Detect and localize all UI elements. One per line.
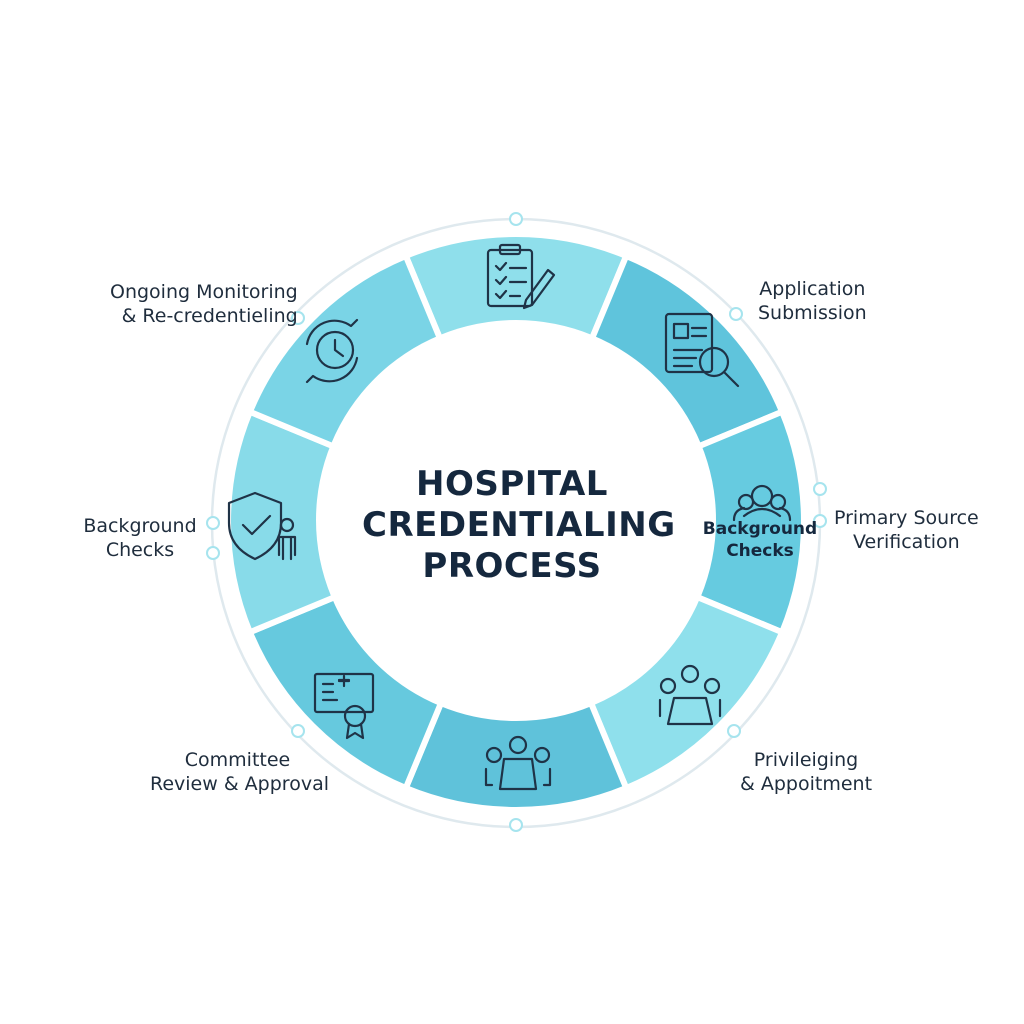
step-label-line-2: Review & Approval [150, 773, 329, 795]
diagram-title: HOSPITAL CREDENTIALING PROCESS [362, 464, 676, 587]
people-group-icon [732, 484, 792, 522]
connector-dot [206, 546, 220, 560]
step-label-line-1: Background [83, 515, 197, 537]
shield-check-person-icon [227, 491, 297, 561]
step-label-line-1: Application [759, 278, 866, 300]
step-label-background-checks: Background Checks [80, 514, 200, 562]
committee-table-icon [484, 735, 552, 791]
step-label-line-2: Checks [105, 539, 175, 561]
step-label-line-1: Privileiging [753, 749, 859, 771]
connector-dot [813, 514, 827, 528]
connector-dot [291, 311, 305, 325]
step-label-line-1: Ongoing Monitoring [110, 281, 298, 303]
step-label-primary-source-verification: Primary Source Verification [834, 506, 979, 554]
connector-dot [509, 212, 523, 226]
segment-label-background-checks: Background Checks [700, 518, 820, 562]
connector-dot [727, 724, 741, 738]
step-label-line-2: Submission [758, 302, 867, 324]
connector-dot [729, 307, 743, 321]
step-label-privileging-appointment: Privileiging & Appoitment [740, 748, 872, 796]
step-label-line-2: Verification [852, 531, 960, 553]
certificate-icon [313, 672, 375, 740]
meeting-table-icon [658, 664, 722, 726]
connector-dot [813, 482, 827, 496]
center-disc [316, 320, 716, 720]
step-label-ongoing-monitoring: Ongoing Monitoring & Re-credentieling [110, 280, 298, 328]
clipboard-pen-icon [486, 243, 556, 310]
clock-cycle-icon [305, 318, 359, 384]
segment-label-line-1: Background [702, 519, 818, 539]
connector-dot [509, 818, 523, 832]
connector-dot [291, 724, 305, 738]
title-line-2: CREDENTIALING [362, 505, 676, 545]
document-magnifier-icon [664, 312, 740, 388]
step-label-application-submission: Application Submission [758, 277, 867, 325]
step-label-line-1: Committee [184, 749, 291, 771]
step-label-committee-review: Committee Review & Approval [150, 748, 329, 796]
title-line-3: PROCESS [422, 546, 602, 586]
connector-dot [206, 516, 220, 530]
step-label-line-2: & Re-credentieling [121, 305, 298, 327]
segment-label-line-2: Checks [726, 541, 794, 561]
step-label-line-1: Primary Source [834, 507, 979, 529]
title-line-1: HOSPITAL [416, 464, 608, 504]
step-label-line-2: & Appoitment [740, 773, 873, 795]
